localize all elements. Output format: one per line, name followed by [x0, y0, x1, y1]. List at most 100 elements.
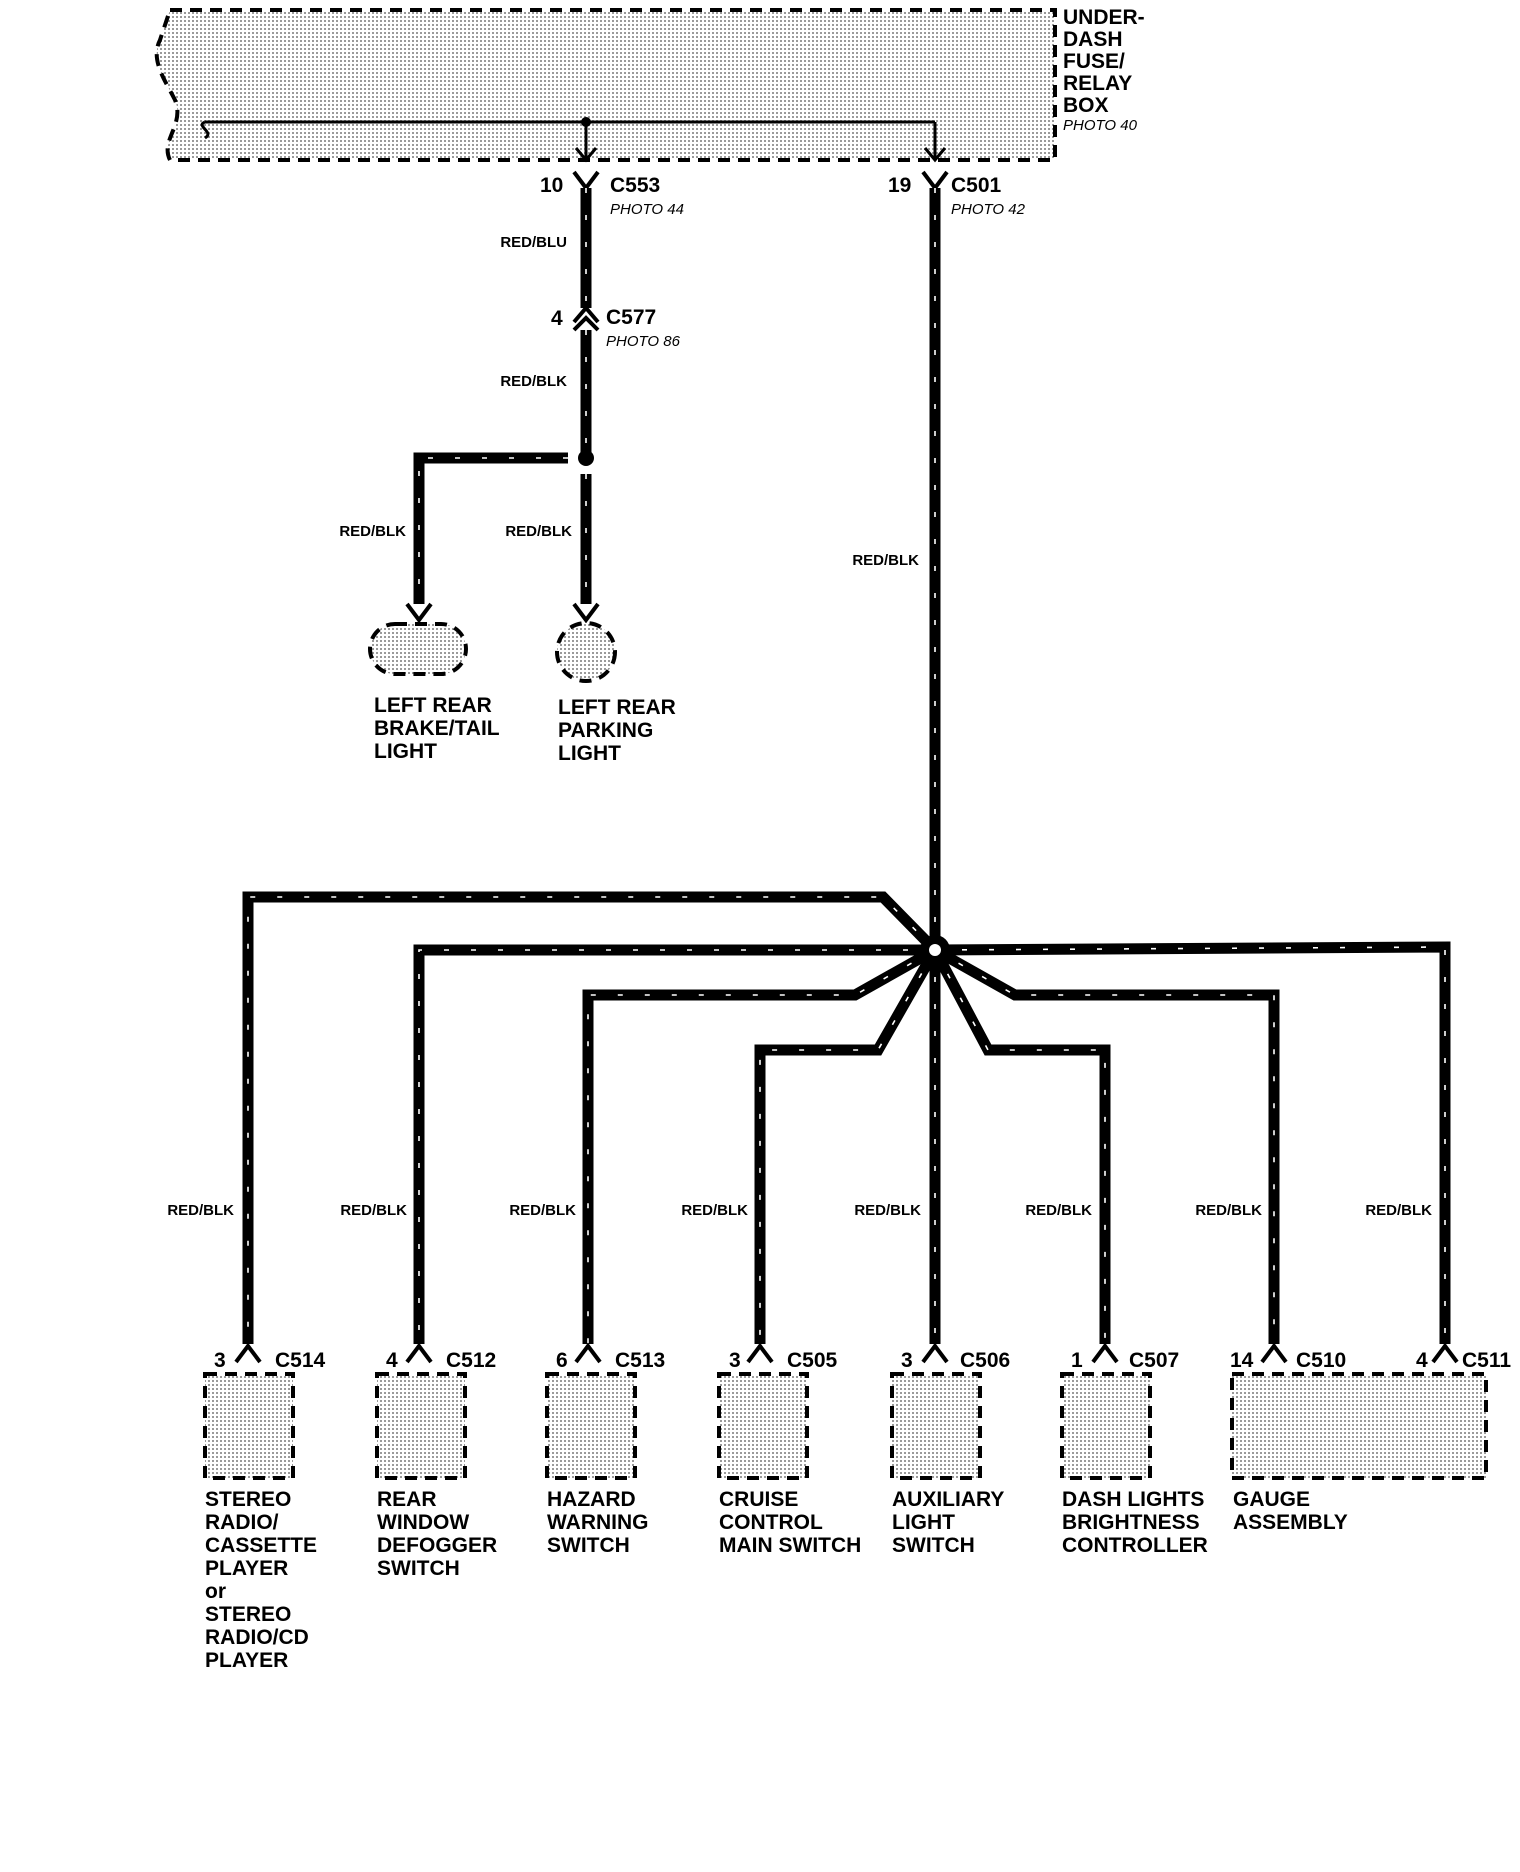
fuse-box-label-4: RELAY	[1063, 72, 1132, 95]
component-label: CASSETTE	[205, 1534, 317, 1557]
wire-label-red-blk: RED/BLK	[509, 1202, 576, 1219]
splice-left	[578, 450, 594, 466]
connector-pin: 3	[214, 1349, 226, 1372]
fuse-box-label-1: UNDER-	[1063, 6, 1145, 29]
connector-pin: 4	[1416, 1349, 1428, 1372]
connector-id: C511	[1462, 1349, 1511, 1372]
connector-photo: PHOTO 86	[606, 333, 681, 350]
component-label: DEFOGGER	[377, 1534, 497, 1557]
connector-id: C505	[787, 1349, 838, 1372]
component-label: SWITCH	[547, 1534, 630, 1557]
wire-label-red-blk: RED/BLK	[1025, 1202, 1092, 1219]
connector-pin: 3	[901, 1349, 913, 1372]
connector-c553: 10 C553 PHOTO 44	[540, 170, 684, 218]
connector-pin: 14	[1230, 1349, 1254, 1372]
connector-pin: 3	[729, 1349, 741, 1372]
component-label: or	[205, 1580, 226, 1603]
component-label: RADIO/	[205, 1511, 279, 1534]
component-label: WARNING	[547, 1511, 649, 1534]
fuse-box-label-5: BOX	[1063, 94, 1109, 117]
component-label: MAIN SWITCH	[719, 1534, 861, 1557]
wire-label-red-blk: RED/BLK	[500, 373, 567, 390]
connector-id: C577	[606, 306, 656, 329]
wire-brake-tail	[413, 452, 568, 604]
component-label: BRIGHTNESS	[1062, 1511, 1200, 1534]
component-label: CONTROLLER	[1062, 1534, 1208, 1557]
connector-c501: 19 C501 PHOTO 42	[888, 170, 1026, 218]
connector-id: C510	[1296, 1349, 1346, 1372]
brake-tail-label-3: LIGHT	[374, 740, 437, 763]
component-label: GAUGE	[1233, 1488, 1310, 1511]
wire-label-red-blk: RED/BLK	[167, 1202, 234, 1219]
component-label: STEREO	[205, 1603, 291, 1626]
connector-pin: 10	[540, 174, 563, 197]
component-label: LIGHT	[892, 1511, 955, 1534]
connector-id: C512	[446, 1349, 496, 1372]
wire-label-red-blk: RED/BLK	[852, 552, 919, 569]
component-label: STEREO	[205, 1488, 291, 1511]
left-rear-parking-light	[555, 602, 617, 683]
hazard-warning-switch: 6 C513	[545, 1342, 665, 1480]
component-label: WINDOW	[377, 1511, 469, 1534]
left-rear-brake-tail-light	[368, 602, 468, 676]
auxiliary-light-switch: 3 C506	[890, 1342, 1010, 1480]
fuse-box-photo: PHOTO 40	[1063, 117, 1138, 134]
connector-pin: 1	[1071, 1349, 1083, 1372]
connector-id: C507	[1129, 1349, 1179, 1372]
rear-window-defogger-switch: 4 C512	[375, 1342, 496, 1480]
dash-lights-brightness-controller: 1 C507	[1060, 1342, 1179, 1480]
wire-label-red-blk: RED/BLK	[854, 1202, 921, 1219]
wire-branch-c512	[413, 944, 935, 1344]
splice-main-center	[929, 944, 941, 956]
component-label: PLAYER	[205, 1649, 288, 1672]
parking-label-1: LEFT REAR	[558, 696, 676, 719]
cruise-control-main-switch: 3 C505	[717, 1342, 838, 1480]
wire-label-red-blk: RED/BLK	[340, 1202, 407, 1219]
brake-tail-label-1: LEFT REAR	[374, 694, 492, 717]
connector-id: C501	[951, 174, 1002, 197]
fuse-relay-box	[154, 8, 1057, 163]
brake-tail-label-2: BRAKE/TAIL	[374, 717, 500, 740]
component-label: REAR	[377, 1488, 437, 1511]
connector-id: C553	[610, 174, 660, 197]
connector-photo: PHOTO 42	[951, 201, 1026, 218]
wire-label-red-blk: RED/BLK	[1365, 1202, 1432, 1219]
component-label: CRUISE	[719, 1488, 798, 1511]
component-label: SWITCH	[892, 1534, 975, 1557]
connector-id: C514	[275, 1349, 326, 1372]
connector-pin: 4	[386, 1349, 398, 1372]
connector-pin: 4	[551, 307, 563, 330]
parking-label-3: LIGHT	[558, 742, 621, 765]
component-label: CONTROL	[719, 1511, 823, 1534]
wire-label-red-blu: RED/BLU	[500, 234, 567, 251]
component-label: PLAYER	[205, 1557, 288, 1580]
parking-label-2: PARKING	[558, 719, 653, 742]
wire-branch-c514	[242, 891, 939, 1344]
wire-label-red-blk: RED/BLK	[1195, 1202, 1262, 1219]
stereo-radio-component: 3 C514	[203, 1342, 326, 1480]
component-label: RADIO/CD	[205, 1626, 309, 1649]
connector-id: C513	[615, 1349, 665, 1372]
connector-pin: 6	[556, 1349, 568, 1372]
wire-branch-c513	[582, 945, 938, 1344]
wire-label-red-blk: RED/BLK	[505, 523, 572, 540]
component-label: ASSEMBLY	[1233, 1511, 1348, 1534]
component-label: HAZARD	[547, 1488, 636, 1511]
fuse-box-label-2: DASH	[1063, 28, 1123, 51]
gauge-assembly: 14 C510 4 C511	[1230, 1342, 1511, 1480]
wire-branch-c507	[930, 947, 1111, 1344]
connector-c577: 4 C577 PHOTO 86	[551, 304, 681, 350]
wire-branch-c511	[934, 941, 1451, 1344]
component-label: AUXILIARY	[892, 1488, 1004, 1511]
fuse-box-label-3: FUSE/	[1063, 50, 1125, 73]
connector-photo: PHOTO 44	[610, 201, 684, 218]
component-label: DASH LIGHTS	[1062, 1488, 1204, 1511]
wire-label-red-blk: RED/BLK	[339, 523, 406, 540]
connector-pin: 19	[888, 174, 911, 197]
component-label: SWITCH	[377, 1557, 460, 1580]
wire-label-red-blk: RED/BLK	[681, 1202, 748, 1219]
wire-branch-c510	[932, 945, 1280, 1344]
connector-id: C506	[960, 1349, 1010, 1372]
wire-branch-c505	[754, 947, 940, 1344]
